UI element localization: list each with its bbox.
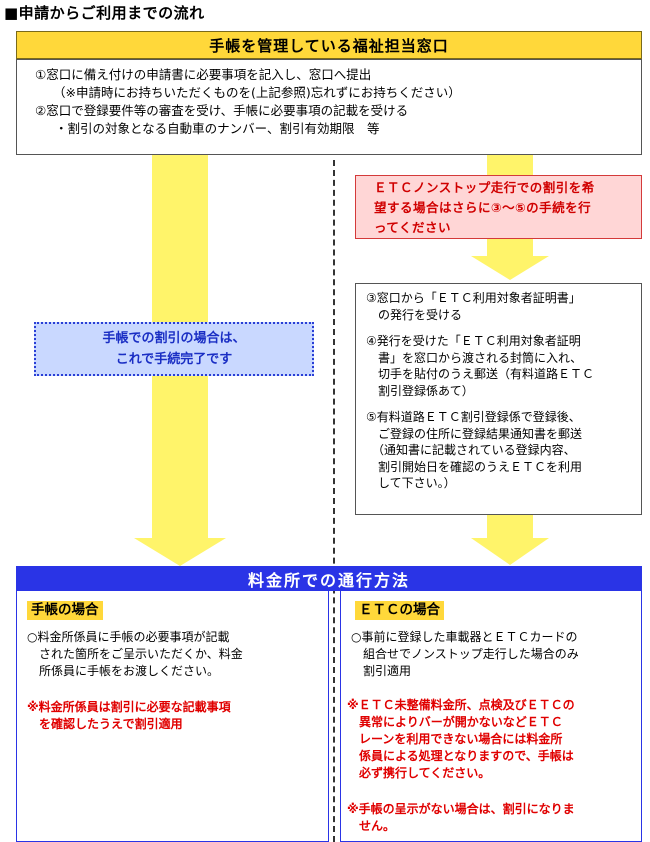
office-steps-box: ①窓口に備え付けの申請書に必要事項を記入し、窓口へ提出 （※申請時にお持ちいただ… bbox=[16, 59, 642, 155]
toll-title: 料金所での通行方法 bbox=[16, 566, 642, 591]
toll-left-panel: 手帳の場合 ○料金所係員に手帳の必要事項が記載 された箇所をご呈示いただくか、料… bbox=[16, 591, 329, 842]
office-step-1: ①窓口に備え付けの申請書に必要事項を記入し、窓口へ提出 bbox=[35, 67, 372, 82]
handbook-label: 手帳の場合 bbox=[27, 601, 103, 620]
etc-step-4: ④発行を受けた「ＥＴＣ利用対象者証明 書」を窓口から渡される封筒に入れ、 切手を… bbox=[366, 334, 595, 398]
handbook-body: ○料金所係員に手帳の必要事項が記載 された箇所をご呈示いただくか、料金 所係員に… bbox=[27, 630, 243, 678]
etc-note-1: ※ＥＴＣ未整備料金所、点検及びＥＴＣの 異常によりバーが開かないなどＥＴＣ レー… bbox=[347, 698, 575, 780]
left-arrow-head bbox=[134, 538, 226, 566]
office-step-2-detail: ・割引の対象となる自動車のナンバー、割引有効期限 等 bbox=[55, 121, 380, 136]
etc-notice: ＥＴＣノンストップ走行での割引を希 望する場合はさらに③～⑤の手続を行 ってくだ… bbox=[355, 175, 642, 239]
completion-line-2: これで手続完了です bbox=[115, 352, 233, 367]
completion-note: 手帳での割引の場合は、 これで手続完了です bbox=[34, 322, 314, 376]
etc-step-5: ⑤有料道路ＥＴＣ割引登録係で登録後、 ご登録の住所に登録結果通知書を郵送 （通知… bbox=[366, 410, 583, 490]
etc-step-3: ③窓口から「ＥＴＣ利用対象者証明書」 の発行を受ける bbox=[366, 291, 581, 322]
etc-label: ＥＴＣの場合 bbox=[355, 601, 444, 620]
right-arrow-2-head bbox=[471, 256, 549, 280]
right-arrow-1-shaft bbox=[487, 155, 533, 175]
office-title: 手帳を管理している福祉担当窓口 bbox=[16, 31, 642, 59]
right-arrow-2-shaft bbox=[487, 239, 533, 257]
office-step-2: ②窓口で登録要件等の審査を受け、手帳に必要事項の記載を受ける bbox=[35, 103, 409, 118]
completion-line-1: 手帳での割引の場合は、 bbox=[102, 331, 246, 346]
dashed-divider bbox=[333, 160, 335, 842]
right-arrow-3-head bbox=[471, 538, 549, 565]
office-step-1-note: （※申請時にお持ちいただくものを(上記参照)忘れずにお持ちください） bbox=[53, 85, 461, 100]
page-heading: ■申請からご利用までの流れ bbox=[4, 4, 205, 22]
etc-body: ○事前に登録した車載器とＥＴＣカードの 組合せでノンストップ走行した場合のみ 割… bbox=[351, 630, 579, 678]
etc-steps-box: ③窓口から「ＥＴＣ利用対象者証明書」 の発行を受ける ④発行を受けた「ＥＴＣ利用… bbox=[355, 283, 642, 515]
toll-right-panel: ＥＴＣの場合 ○事前に登録した車載器とＥＴＣカードの 組合せでノンストップ走行し… bbox=[340, 591, 642, 842]
handbook-note: ※料金所係員は割引に必要な記載事項 を確認したうえで割引適用 bbox=[27, 700, 231, 731]
etc-note-2: ※手帳の呈示がない場合は、割引になりま せん。 bbox=[347, 802, 575, 833]
right-arrow-3-shaft bbox=[487, 515, 533, 539]
